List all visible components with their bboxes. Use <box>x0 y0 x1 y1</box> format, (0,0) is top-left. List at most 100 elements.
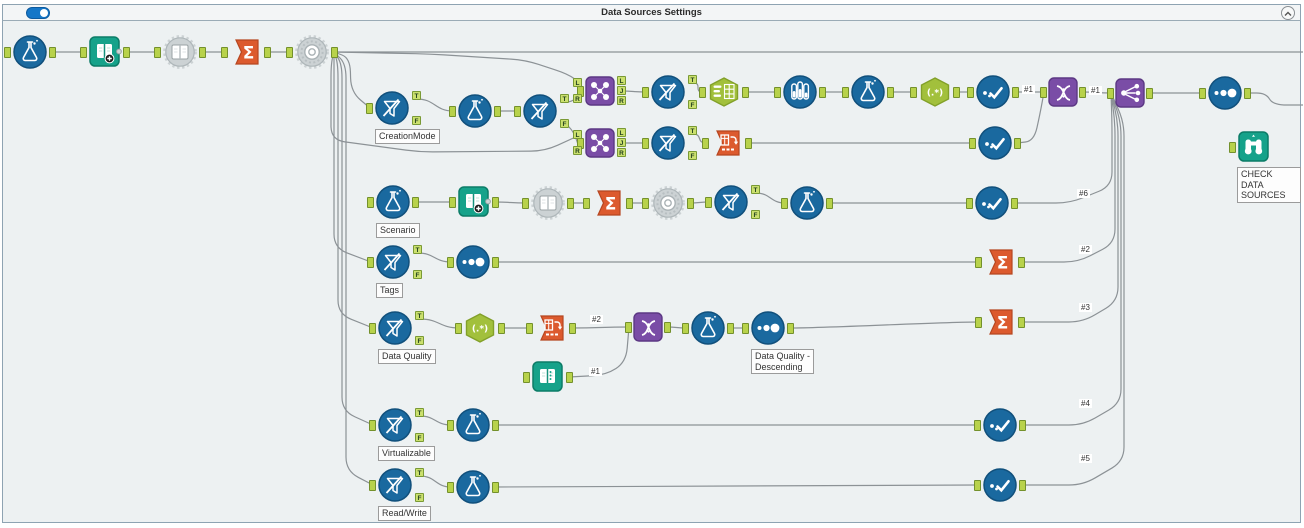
input-anchor[interactable] <box>583 198 590 209</box>
input-port-r[interactable]: R <box>573 146 582 155</box>
collapse-button[interactable] <box>1281 6 1295 20</box>
input-anchor[interactable] <box>974 420 981 431</box>
output-anchor[interactable] <box>492 420 499 431</box>
output-anchor[interactable] <box>1019 480 1026 491</box>
output-anchor[interactable] <box>49 47 56 58</box>
input-anchor[interactable] <box>514 106 521 117</box>
input-anchor[interactable] <box>455 323 462 334</box>
input-anchor[interactable] <box>682 323 689 334</box>
output-anchor[interactable] <box>1014 138 1021 149</box>
sort-tool[interactable] <box>447 244 499 280</box>
input-anchor[interactable] <box>367 197 374 208</box>
output-anchor[interactable] <box>492 482 499 493</box>
macro-book-plus-tool[interactable] <box>80 35 130 69</box>
check-data-sources-macro[interactable] <box>1229 130 1271 164</box>
output-port-f[interactable]: F <box>415 433 424 442</box>
macro-book-gray-tool[interactable] <box>522 185 574 221</box>
select-tool[interactable] <box>974 407 1026 443</box>
container-title-bar[interactable]: Data Sources Settings <box>2 4 1301 21</box>
output-port-f[interactable]: F <box>415 336 424 345</box>
output-port-t[interactable]: T <box>751 185 760 194</box>
input-anchor[interactable] <box>286 47 293 58</box>
input-anchor[interactable] <box>742 323 749 334</box>
output-anchor[interactable] <box>687 198 694 209</box>
input-anchor[interactable] <box>699 87 706 98</box>
input-anchor[interactable] <box>705 197 712 208</box>
input-anchor[interactable] <box>975 317 982 328</box>
text-to-columns-tool[interactable] <box>699 75 749 109</box>
output-port-t[interactable]: T <box>412 91 421 100</box>
formula-tool[interactable] <box>447 469 499 505</box>
formula-tool[interactable] <box>367 184 419 220</box>
input-anchor[interactable] <box>447 482 454 493</box>
formula-tool[interactable] <box>449 93 501 129</box>
output-anchor[interactable] <box>498 323 505 334</box>
input-anchor[interactable] <box>221 47 228 58</box>
formula-tool[interactable] <box>842 74 894 110</box>
select-tool[interactable] <box>967 74 1019 110</box>
input-anchor[interactable] <box>642 138 649 149</box>
output-anchor[interactable] <box>264 47 271 58</box>
output-port-l[interactable]: L <box>617 76 626 85</box>
input-anchor[interactable] <box>366 103 373 114</box>
output-port-t[interactable]: T <box>415 311 424 320</box>
input-port-l[interactable]: L <box>573 78 582 87</box>
output-anchor[interactable] <box>566 372 573 383</box>
output-port-t[interactable]: T <box>560 94 569 103</box>
input-anchor[interactable] <box>642 198 649 209</box>
input-anchor[interactable] <box>967 87 974 98</box>
input-anchor[interactable] <box>1229 142 1236 153</box>
output-port-f[interactable]: F <box>413 270 422 279</box>
output-anchor[interactable] <box>331 47 338 58</box>
input-anchor[interactable] <box>369 420 376 431</box>
input-anchor[interactable] <box>522 198 529 209</box>
input-anchor[interactable] <box>369 480 376 491</box>
output-anchor[interactable] <box>492 197 499 208</box>
formula-tool[interactable] <box>781 185 833 221</box>
output-anchor[interactable] <box>1244 88 1251 99</box>
output-port-j[interactable]: J <box>617 86 626 95</box>
output-anchor[interactable] <box>787 323 794 334</box>
output-port-t[interactable]: T <box>688 75 697 84</box>
regex-tool[interactable]: (.*) <box>910 75 960 109</box>
input-anchor[interactable] <box>523 372 530 383</box>
transpose-tool[interactable] <box>526 311 576 345</box>
output-anchor[interactable] <box>819 87 826 98</box>
input-anchor[interactable] <box>449 106 456 117</box>
input-anchor[interactable] <box>625 322 632 333</box>
output-anchor[interactable] <box>745 138 752 149</box>
formula-tool[interactable] <box>682 310 734 346</box>
join-multiple-tool[interactable] <box>1040 77 1086 107</box>
output-anchor[interactable] <box>887 87 894 98</box>
input-anchor[interactable] <box>449 197 456 208</box>
input-anchor[interactable] <box>369 323 376 334</box>
input-anchor[interactable] <box>1107 88 1114 99</box>
input-anchor[interactable] <box>526 323 533 334</box>
output-anchor[interactable] <box>569 323 576 334</box>
output-anchor[interactable] <box>494 106 501 117</box>
regex-tool[interactable]: (.*) <box>455 311 505 345</box>
formula-tool[interactable] <box>4 34 56 70</box>
input-anchor[interactable] <box>447 257 454 268</box>
output-anchor[interactable] <box>1018 317 1025 328</box>
input-anchor[interactable] <box>974 480 981 491</box>
input-anchor[interactable] <box>842 87 849 98</box>
output-port-l[interactable]: L <box>617 128 626 137</box>
macro-gear-gray-tool[interactable] <box>642 185 694 221</box>
input-anchor[interactable] <box>1199 88 1206 99</box>
input-anchor[interactable] <box>702 138 709 149</box>
output-anchor[interactable] <box>953 87 960 98</box>
output-anchor[interactable] <box>742 87 749 98</box>
input-anchor[interactable] <box>910 87 917 98</box>
formula-tool[interactable] <box>447 407 499 443</box>
input-anchor[interactable] <box>781 198 788 209</box>
summarize-tool[interactable]: Σ <box>975 245 1025 279</box>
output-anchor[interactable] <box>1146 88 1153 99</box>
input-anchor[interactable] <box>642 87 649 98</box>
